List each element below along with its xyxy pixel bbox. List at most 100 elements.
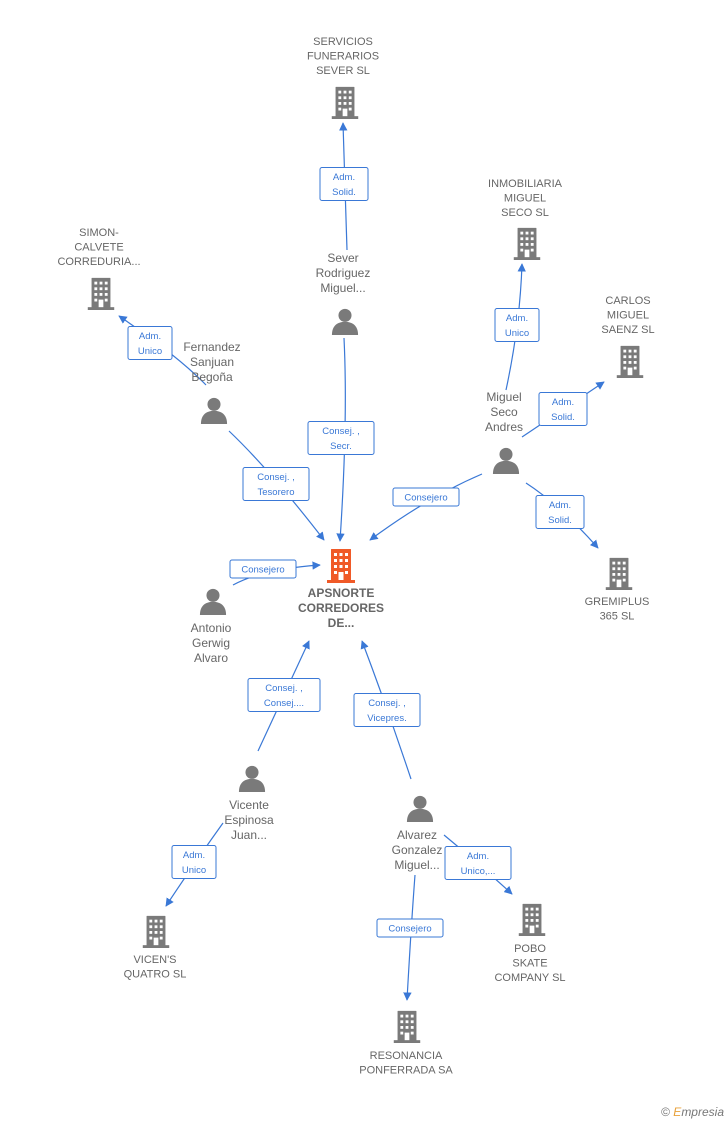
role-label: Adm. [183,850,205,861]
node-servicios[interactable]: SERVICIOS FUNERARIOS SEVER SL [307,36,379,119]
role-label: Consejero [404,493,447,504]
role-label: Consej. , [257,472,295,483]
node-label: Miguel... [320,281,365,295]
node-label: Andres [485,420,523,434]
role-badge[interactable] [535,495,585,529]
node-label: Sanjuan [190,355,234,369]
person-icon [200,397,228,424]
role-label: Adm. [552,397,574,408]
brand-initial: E [673,1105,682,1119]
role-badge[interactable] [376,918,444,938]
node-sever[interactable]: SeverRodriguezMiguel... [316,251,371,335]
role-badge[interactable] [444,846,512,880]
building-icon [142,915,170,948]
node-simon[interactable]: SIMON-CALVETECORREDURIA... [57,227,141,310]
role-label: Adm. [549,500,571,511]
edge-fernandez-to-apsnorte: Consej. , Tesorero [228,430,325,541]
node-label: CALVETE [74,242,123,254]
role-label: Adm. [333,172,355,183]
role-badge[interactable] [538,392,588,426]
role-label: Consejero [388,924,431,935]
person-icon [406,795,434,822]
building-icon [616,345,644,378]
node-label: 365 SL [600,611,635,623]
node-label: MIGUEL [504,193,546,205]
person-icon [199,588,227,615]
role-label: Tesorero [258,487,295,498]
node-label: CARLOS [605,295,650,307]
node-label: Begoña [191,370,233,384]
node-apsnorte[interactable]: APSNORTECORREDORESDE... [298,549,384,630]
node-label: Miguel... [394,858,439,872]
role-badge[interactable] [494,308,540,342]
node-label: Juan... [231,828,267,842]
role-label: Vicepres. [367,713,406,724]
node-label: VICEN'S [133,954,176,966]
edge-miguel-to-carlos: Adm. Solid. [521,381,605,438]
copyright-symbol: © [661,1105,670,1119]
edge-miguel-to-inmobiliaria: Adm.Unico [494,263,540,391]
building-icon [87,277,115,310]
node-inmobiliaria[interactable]: INMOBILIARIA MIGUEL SECO SL [488,178,563,260]
node-label: Gerwig [192,636,230,650]
role-label: Unico,... [461,866,496,877]
node-label: SERVICIOS [313,36,373,48]
role-badge[interactable] [242,467,310,501]
role-badge[interactable] [353,693,421,727]
node-label: MIGUEL [607,310,649,322]
node-label: DE... [328,616,355,630]
edge-fernandez-to-simon: Adm.Unico [118,315,207,386]
role-label: Solid. [551,412,575,423]
building-icon [513,227,541,260]
node-label: SKATE [512,958,547,970]
node-label: SECO SL [501,207,549,219]
role-badge[interactable] [247,678,321,712]
node-vicente[interactable]: VicenteEspinosaJuan... [224,765,274,842]
node-label: INMOBILIARIA [488,178,563,190]
role-badge[interactable] [229,559,297,579]
building-icon [327,549,355,583]
role-badge[interactable] [127,326,173,360]
node-label: Sever [327,251,358,265]
building-icon [331,86,359,119]
role-label: Unico [505,328,529,339]
edge-vicente-to-apsnorte: Consej. ,Consej.... [247,640,321,752]
person-icon [492,447,520,474]
node-label: SEVER SL [316,65,370,77]
building-icon [605,557,633,590]
role-badge[interactable] [171,845,217,879]
node-label: QUATRO SL [124,969,187,981]
edge-alvarez-to-apsnorte: Consej. ,Vicepres. [353,640,421,780]
node-label: FUNERARIOS [307,51,379,63]
role-label: Solid. [332,187,356,198]
role-label: Adm. [139,331,161,342]
edge-vicente-to-vicens: Adm.Unico [165,822,224,907]
role-label: Consej.... [264,698,304,709]
role-label: Adm. [467,851,489,862]
role-badge[interactable] [319,167,369,201]
role-label: Secr. [330,441,352,452]
node-label: RESONANCIA [370,1050,443,1062]
role-badge[interactable] [392,487,460,507]
person-icon [238,765,266,792]
node-label: CORREDURIA... [57,256,140,268]
role-label: Consej. , [322,426,360,437]
node-label: Alvaro [194,651,228,665]
node-alvarez[interactable]: AlvarezGonzalezMiguel... [392,795,443,872]
node-label: POBO [514,943,546,955]
edge-alvarez-to-pobo: Adm. Unico,... [443,834,513,895]
building-icon [393,1010,421,1043]
edge-sever-to-apsnorte: Consej. , Secr. [307,337,375,542]
edge-antonio-to-apsnorte: Consejero [229,559,321,586]
building-icon [518,903,546,936]
node-vicens[interactable]: VICEN'S QUATRO SL [124,915,187,981]
role-badge[interactable] [307,421,375,455]
